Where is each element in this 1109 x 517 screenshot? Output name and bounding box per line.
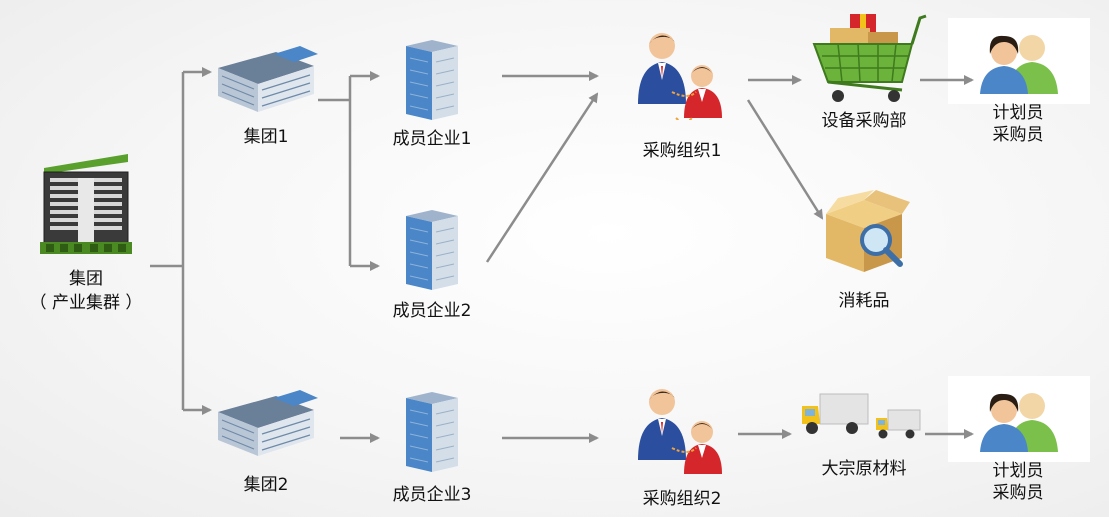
user-pair-icon (980, 35, 1058, 94)
cardboard-box-icon (826, 190, 910, 272)
handshake-people-icon (638, 33, 722, 120)
factory-icon (40, 154, 132, 254)
truck-icon (876, 409, 921, 439)
tower-building-icon (406, 40, 458, 120)
office-building-icon (218, 390, 318, 456)
planner-bottom-label-2: 采购员 (992, 483, 1044, 503)
bulk-materials-label: 大宗原材料 (821, 459, 907, 479)
group-root-label: 集团 (69, 269, 103, 289)
planner-top-label-2: 采购员 (992, 125, 1044, 145)
consumables-label: 消耗品 (838, 291, 890, 311)
tower-building-icon (406, 210, 458, 290)
planner-top-label-1: 计划员 (992, 103, 1044, 123)
truck-icon (802, 393, 869, 434)
group1-label: 集团1 (243, 127, 289, 147)
arrow-member2-to-org1 (485, 92, 599, 263)
purchase-org2-label: 采购组织2 (642, 489, 722, 509)
member1-label: 成员企业1 (392, 129, 472, 149)
member2-label: 成员企业2 (392, 301, 472, 321)
member3-label: 成员企业3 (392, 485, 472, 505)
purchase-org1-label: 采购组织1 (642, 141, 722, 161)
equipment-dept-label: 设备采购部 (821, 111, 907, 131)
user-pair-icon (980, 393, 1058, 452)
planner-bottom-label-1: 计划员 (992, 461, 1044, 481)
shopping-cart-icon (812, 14, 927, 102)
group2-label: 集团2 (243, 475, 289, 495)
tower-building-icon (406, 392, 458, 472)
office-building-icon (218, 46, 318, 112)
group-root-sublabel: （ 产业集群 ） (29, 293, 143, 313)
arrow-org1-to-consumables (746, 99, 824, 220)
handshake-people-icon (638, 389, 722, 474)
